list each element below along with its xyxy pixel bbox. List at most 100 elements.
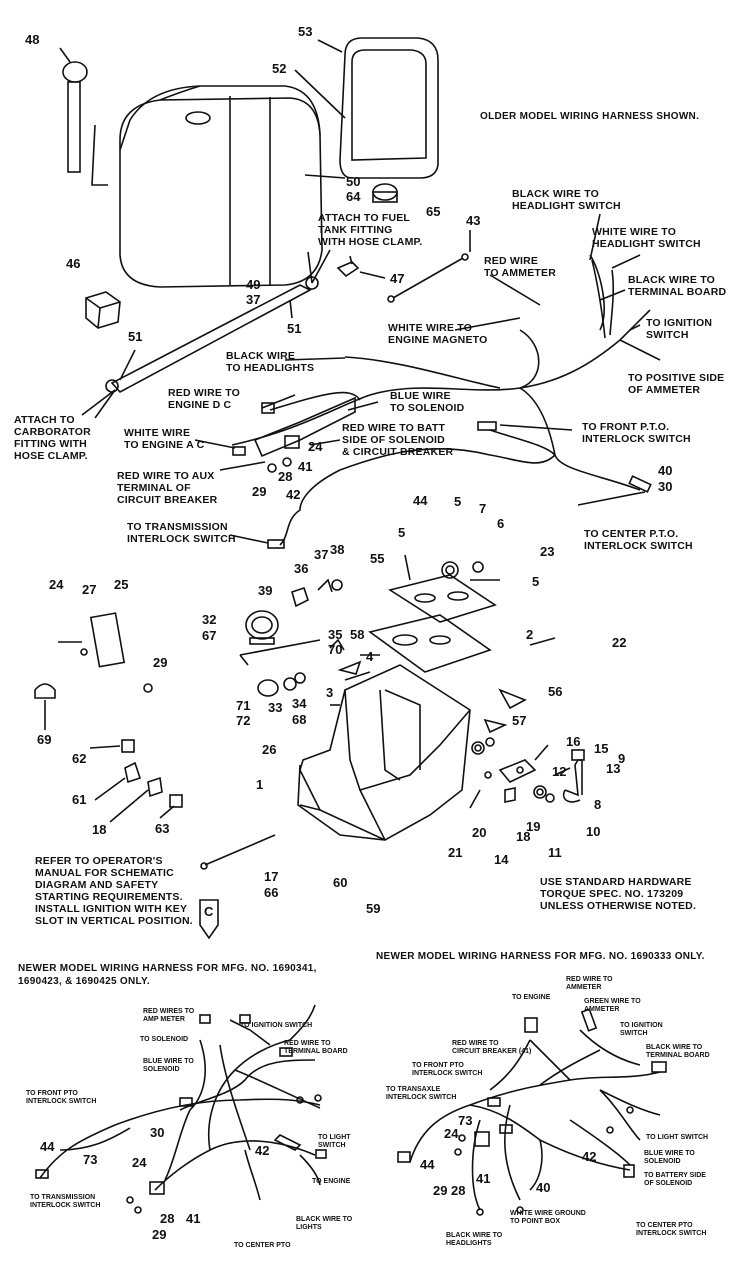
part-number-47: 47 bbox=[390, 271, 405, 286]
part-number-55: 55 bbox=[370, 551, 385, 566]
section-c-label: C bbox=[204, 904, 214, 919]
part-number-18-b: 18 bbox=[516, 829, 531, 844]
part-number-49: 49 bbox=[246, 277, 261, 292]
section-c-arrow bbox=[199, 899, 219, 940]
part-number-11: 11 bbox=[548, 845, 562, 860]
rh-part-42: 42 bbox=[582, 1149, 597, 1164]
rh-part-73: 73 bbox=[458, 1113, 473, 1128]
part-number-37-b: 37 bbox=[314, 547, 329, 562]
lh-red-wires-amp-meter: RED WIRES TO AMP METER bbox=[143, 1008, 195, 1023]
ground-wire bbox=[387, 230, 471, 303]
part-number-5-c: 5 bbox=[532, 574, 540, 589]
part-number-21: 21 bbox=[448, 845, 463, 860]
part-number-5-a: 5 bbox=[454, 494, 462, 509]
part-number-44-a: 44 bbox=[413, 493, 428, 508]
to-ignition-switch-callout: TO IGNITION SWITCH bbox=[646, 317, 713, 341]
operator-manual-note: REFER TO OPERATOR'S MANUAL FOR SCHEMATIC… bbox=[35, 855, 193, 927]
part-number-53: 53 bbox=[298, 24, 313, 39]
white-wire-magneto-callout: WHITE WIRE TO ENGINE MAGNETO bbox=[388, 322, 488, 346]
part-number-1: 1 bbox=[256, 777, 264, 792]
older-wiring-harness bbox=[194, 213, 661, 549]
part-number-71: 71 bbox=[236, 698, 251, 713]
lh-center-pto: TO CENTER PTO bbox=[234, 1242, 291, 1249]
black-wire-headlights-callout: BLACK WIRE TO HEADLIGHTS bbox=[226, 350, 315, 374]
part-number-64: 64 bbox=[346, 189, 361, 204]
red-wire-aux-callout: RED WIRE TO AUX TERMINAL OF CIRCUIT BREA… bbox=[117, 470, 218, 506]
newer-harness-left-header: NEWER MODEL WIRING HARNESS FOR MFG. NO. … bbox=[18, 963, 317, 987]
part-number-19: 19 bbox=[526, 819, 541, 834]
rh-black-wire-headlights: BLACK WIRE TO HEADLIGHTS bbox=[446, 1232, 503, 1247]
rh-part-24: 24 bbox=[444, 1126, 459, 1141]
rh-part-41: 41 bbox=[476, 1171, 491, 1186]
rh-front-pto: TO FRONT PTO INTERLOCK SWITCH bbox=[412, 1062, 483, 1077]
filter-block bbox=[85, 291, 121, 329]
part-number-51-a: 51 bbox=[128, 329, 143, 344]
red-wire-ammeter-callout: RED WIRE TO AMMETER bbox=[484, 255, 556, 279]
part-number-51-b: 51 bbox=[287, 321, 302, 336]
part-number-38: 38 bbox=[330, 542, 345, 557]
part-number-30-a: 30 bbox=[658, 479, 673, 494]
lh-part-44: 44 bbox=[40, 1139, 55, 1154]
part-number-67: 67 bbox=[202, 628, 217, 643]
part-number-18-a: 18 bbox=[92, 822, 107, 837]
newer-harness-right bbox=[397, 1008, 667, 1216]
older-harness-header: OLDER MODEL WIRING HARNESS SHOWN. bbox=[480, 111, 700, 122]
part-number-62: 62 bbox=[72, 751, 87, 766]
part-number-20: 20 bbox=[472, 825, 487, 840]
rh-to-engine: TO ENGINE bbox=[512, 994, 551, 1001]
part-number-61: 61 bbox=[72, 792, 87, 807]
part-number-24-a: 24 bbox=[308, 439, 323, 454]
part-number-17: 17 bbox=[264, 869, 279, 884]
part-number-9: 9 bbox=[618, 751, 626, 766]
tank-strap bbox=[294, 37, 439, 179]
part-number-26: 26 bbox=[262, 742, 277, 757]
part-number-52: 52 bbox=[272, 61, 287, 76]
part-number-34: 34 bbox=[292, 696, 307, 711]
part-number-68: 68 bbox=[292, 712, 307, 727]
part-number-63: 63 bbox=[155, 821, 170, 836]
blue-wire-solenoid-callout: BLUE WIRE TO SOLENOID bbox=[390, 390, 465, 414]
part-number-25: 25 bbox=[114, 577, 129, 592]
front-pto-interlock-callout: TO FRONT P.T.O. INTERLOCK SWITCH bbox=[582, 421, 691, 445]
part-number-23: 23 bbox=[540, 544, 555, 559]
part-number-12: 12 bbox=[552, 764, 567, 779]
lh-blue-wire-solenoid: BLUE WIRE TO SOLENOID bbox=[143, 1058, 194, 1073]
rh-green-wire-ammeter: GREEN WIRE TO AMMETER bbox=[584, 998, 641, 1013]
white-wire-headlight-switch-callout: WHITE WIRE TO HEADLIGHT SWITCH bbox=[592, 226, 701, 250]
part-number-58: 58 bbox=[350, 627, 365, 642]
lh-part-28: 28 bbox=[160, 1211, 175, 1226]
fuel-gauge-part bbox=[59, 47, 108, 186]
fuel-fitting bbox=[336, 255, 386, 279]
part-number-60: 60 bbox=[333, 875, 348, 890]
attach-fuel-tank-callout: ATTACH TO FUEL TANK FITTING WITH HOSE CL… bbox=[318, 212, 423, 248]
part-number-36: 36 bbox=[294, 561, 309, 576]
rh-part-44: 44 bbox=[420, 1157, 435, 1172]
part-number-40: 40 bbox=[658, 463, 673, 478]
lh-to-engine: TO ENGINE bbox=[312, 1178, 351, 1185]
rh-part-40: 40 bbox=[536, 1180, 551, 1195]
lh-part-30: 30 bbox=[150, 1125, 165, 1140]
rh-black-wire-terminal: BLACK WIRE TO TERMINAL BOARD bbox=[646, 1044, 710, 1059]
lh-part-29: 29 bbox=[152, 1227, 167, 1242]
part-number-29-b: 29 bbox=[153, 655, 168, 670]
red-wire-engine-dc-callout: RED WIRE TO ENGINE D C bbox=[168, 387, 241, 411]
rh-battery-side-solenoid: TO BATTERY SIDE OF SOLENOID bbox=[644, 1172, 706, 1187]
black-wire-terminal-board-callout: BLACK WIRE TO TERMINAL BOARD bbox=[628, 274, 727, 298]
rh-red-wire-ammeter: RED WIRE TO AMMETER bbox=[566, 976, 613, 991]
part-number-10: 10 bbox=[586, 824, 601, 839]
black-wire-headlight-switch-callout: BLACK WIRE TO HEADLIGHT SWITCH bbox=[512, 188, 621, 212]
rh-red-wire-circuit-breaker: RED WIRE TO CIRCUIT BREAKER (41) bbox=[452, 1040, 532, 1055]
part-number-72: 72 bbox=[236, 713, 251, 728]
part-number-22: 22 bbox=[612, 635, 627, 650]
part-number-28-a: 28 bbox=[278, 469, 293, 484]
part-number-8: 8 bbox=[594, 797, 602, 812]
part-number-6: 6 bbox=[497, 516, 505, 531]
hardware-torque-note: USE STANDARD HARDWARE TORQUE SPEC. NO. 1… bbox=[540, 876, 697, 912]
gauge-parts bbox=[239, 578, 362, 706]
part-number-59: 59 bbox=[366, 901, 381, 916]
part-number-37-a: 37 bbox=[246, 292, 261, 307]
part-number-65: 65 bbox=[426, 204, 441, 219]
rh-part-29: 29 bbox=[433, 1183, 448, 1198]
part-number-2: 2 bbox=[526, 627, 534, 642]
